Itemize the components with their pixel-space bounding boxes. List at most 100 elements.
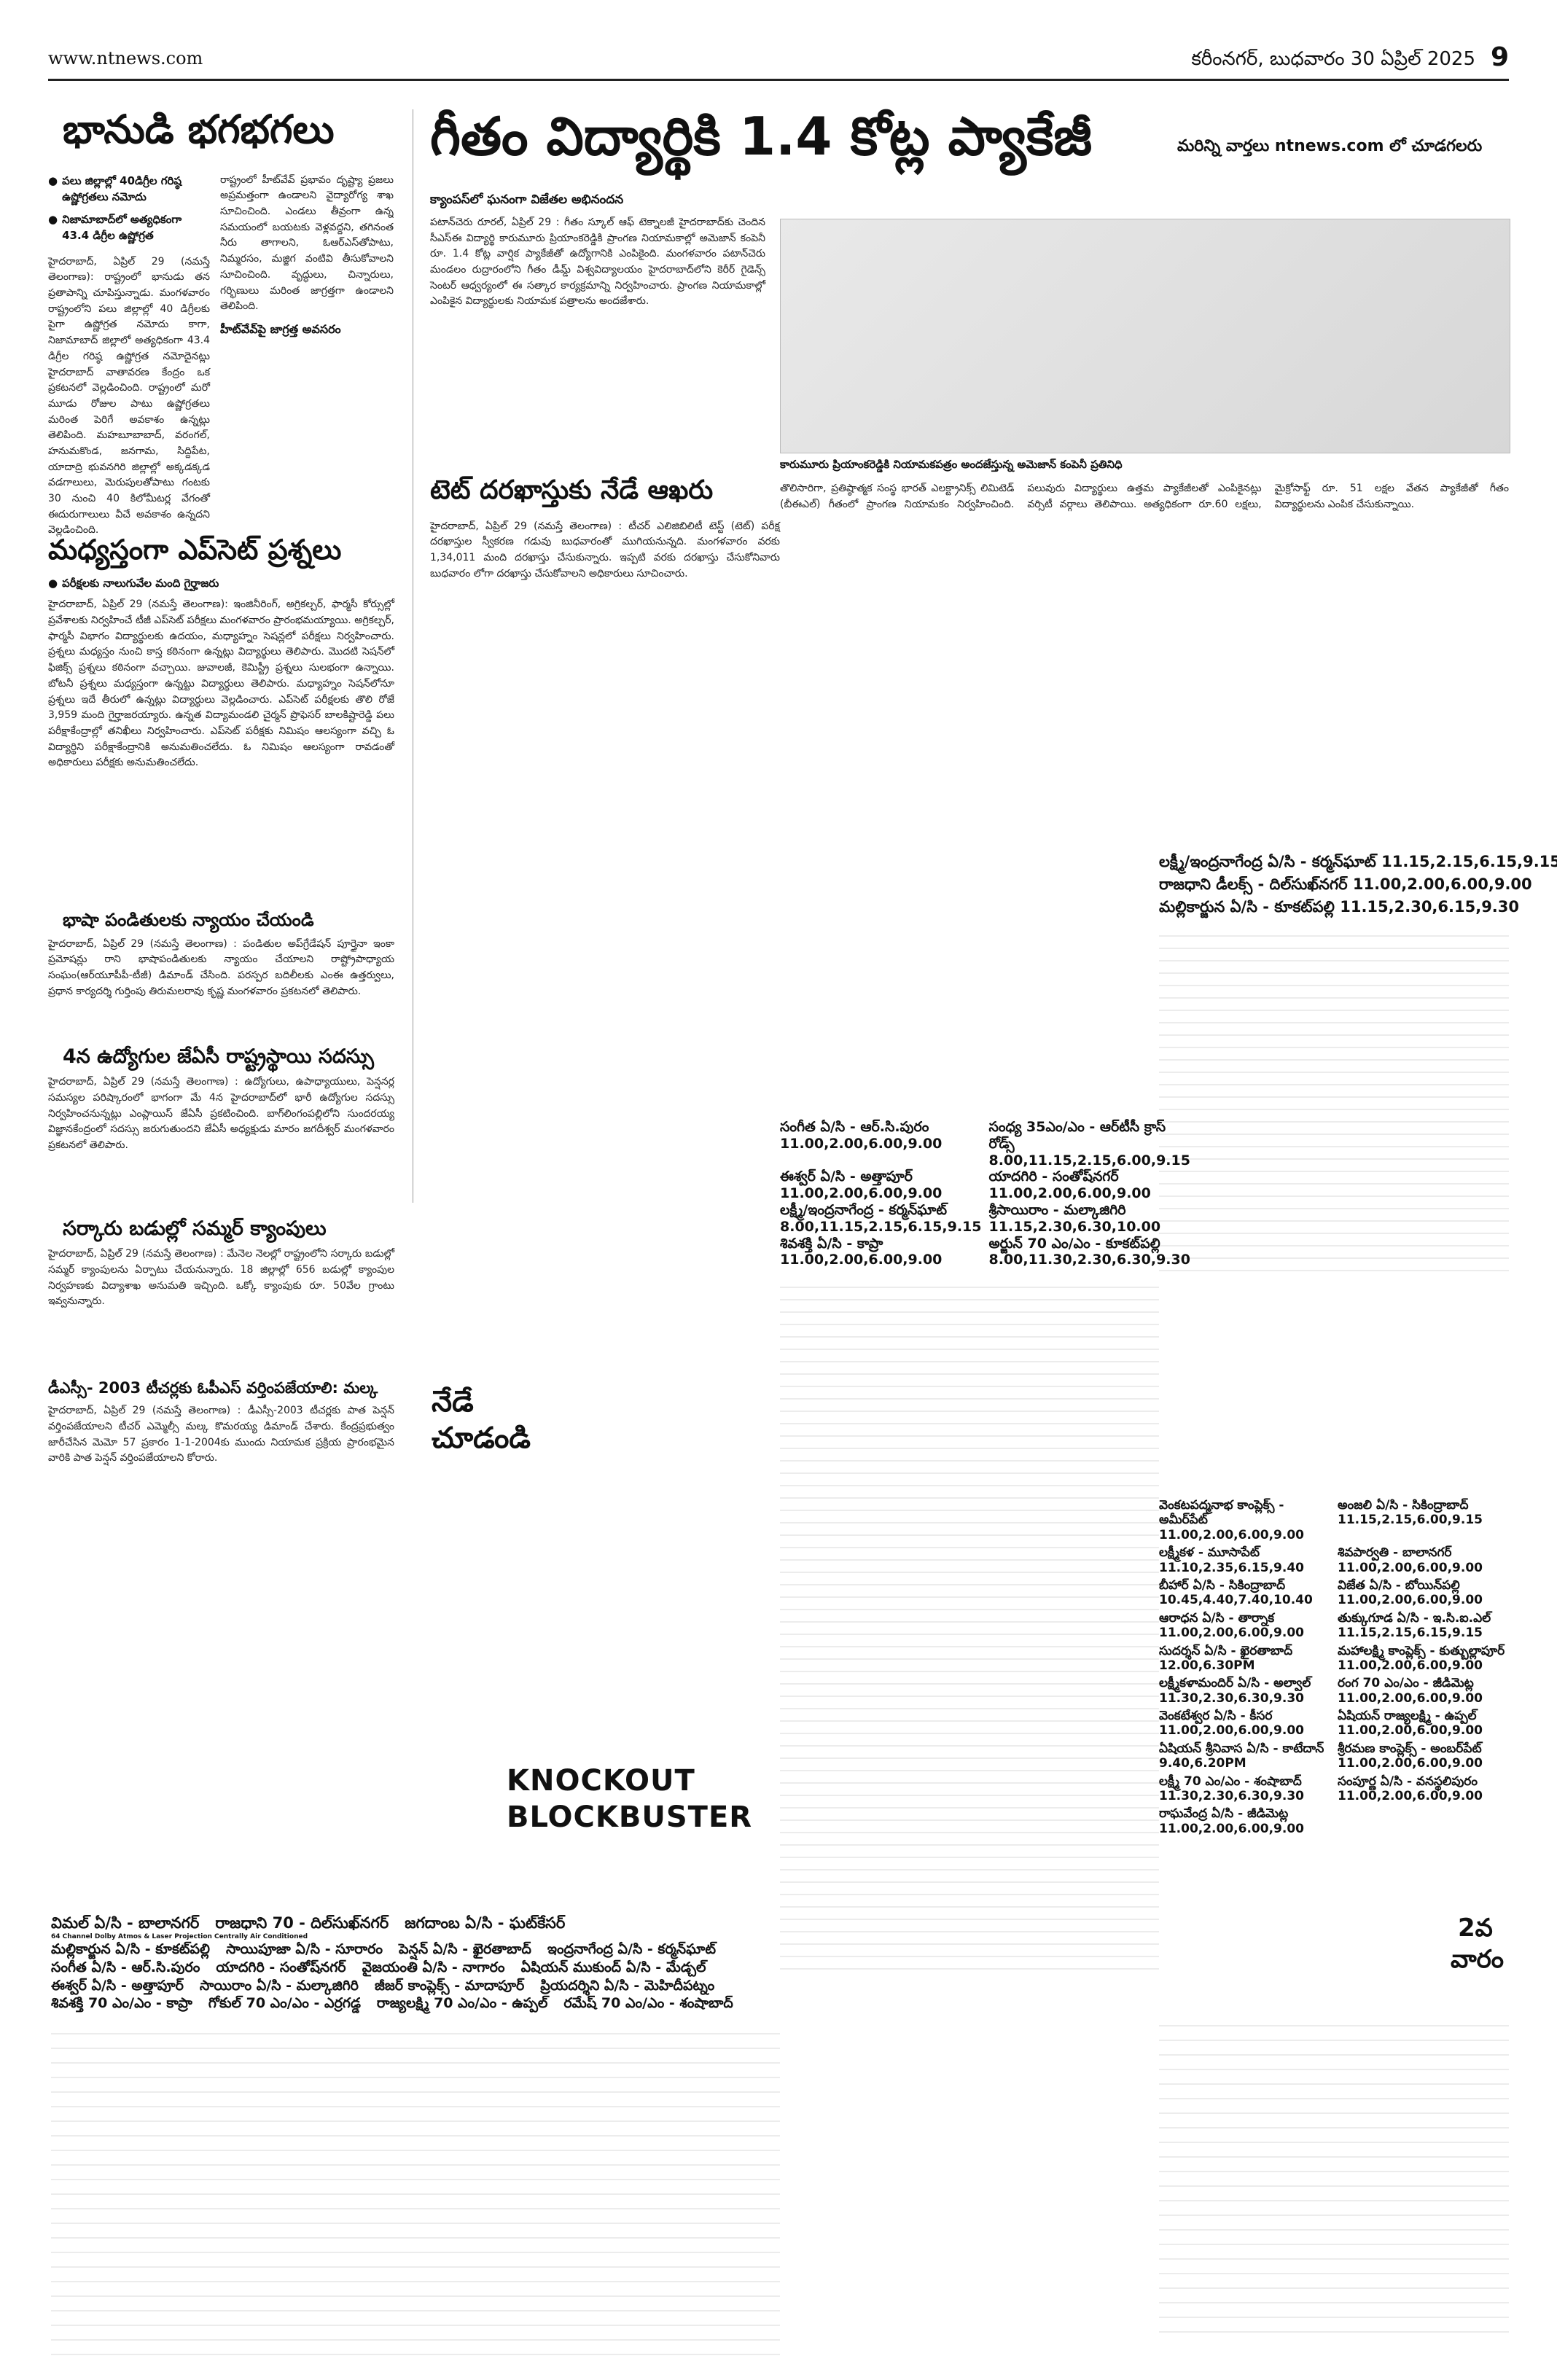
theatre-entry: సంగీత ఏ/సి - ఆర్.సి.పురం [51, 1959, 200, 1975]
theatre-entry: శ్రీసాయిరాం - మల్కాజిగిరి 11.15,2.30,6.3… [988, 1201, 1161, 1235]
theatre-entry: ఏషియన్ రాజ్యలక్ష్మి - ఉప్పల్ 11.00,2.00,… [1338, 1709, 1483, 1739]
choodandi-label: చూడండి [432, 1421, 531, 1455]
bottom-row: శివశక్తి 70 ఎం/ఎం - కాప్రా గోకుల్ 70 ఎం/… [51, 1994, 780, 2013]
theatre-entry: అర్జున్ 70 ఎం/ఎం - కూకట్‌పల్లి 8.00,11.3… [988, 1235, 1190, 1268]
theatre-entry: రాజధాని డీలక్స్ - దిల్‌సుఖ్‌నగర్ 11.00,2… [1159, 875, 1532, 894]
week-label: వారం [1451, 1945, 1505, 1974]
bottom-row: మల్లికార్జున ఏ/సి - కూకట్‌పల్లి సాయిపూజా… [51, 1940, 780, 1959]
theatre-entry: లక్ష్మీకళ - మూసాపేట్ 11.10,2.35,6.15,9.4… [1159, 1545, 1304, 1575]
theatre-entry: సాయిరాం ఏ/సి - మల్కాజిగిరి [199, 1977, 359, 1994]
lead-headline: గీతం విద్యార్థికి 1.4 కోట్ల ప్యాకేజీ [430, 106, 1092, 167]
website-url[interactable]: www.ntnews.com [48, 48, 203, 69]
brief-headline: సర్కారు బడుల్లో సమ్మర్ క్యాంపులు [63, 1217, 327, 1240]
lead-body-right: తొలిసారిగా, ప్రతిష్ఠాత్మక సంస్థ భారత్ ఎల… [780, 483, 1509, 510]
theatre-entry: శివశక్తి 70 ఎం/ఎం - కాప్రా [51, 1995, 192, 2012]
bottom-theatre-rows: విమల్ ఏ/సి - బాలానగర్ రాజధాని 70 - దిల్‌… [51, 1913, 780, 2356]
brief-stories: భాషా పండితులకు న్యాయం చేయండి హైదరాబాద్, … [48, 910, 394, 1467]
theatre-entry: రాజధాని 70 - దిల్‌సుఖ్‌నగర్ [215, 1914, 389, 1932]
movie-title-line2: BLOCKBUSTER [507, 1800, 753, 1834]
eapcet-body: హైదరాబాద్, ఏప్రిల్ 29 (నమస్తే తెలంగాణ): … [48, 598, 394, 769]
bottom-row: ఈశ్వర్ ఏ/సి - అత్తాపూర్ సాయిరాం ఏ/సి - మ… [51, 1977, 780, 1995]
theatre-list-lower: వెంకటపద్మనాభ కాంప్లెక్స్ - అమీర్‌పేట్ 11… [1159, 1498, 1509, 1836]
theatre-entry: గోకుల్ 70 ఎం/ఎం - ఎర్రగడ్డ [208, 1995, 361, 2012]
theatre-entry: రంగ 70 ఎం/ఎం - జీడిమెట్ల 11.00,2.00,6.00… [1338, 1676, 1483, 1706]
ad-tagline: 64 Channel Dolby Atmos & Laser Projectio… [51, 1933, 308, 1941]
theatre-entry: ఈశ్వర్ ఏ/సి - అత్తాపూర్ 11.00,2.00,6.00,… [780, 1168, 943, 1202]
eapcet-bullet: ● పరీక్షలకు నాలుగువేల మంది గైర్హాజరు [48, 575, 394, 592]
theatre-entry: విమల్ ఏ/సి - బాలానగర్ [51, 1914, 200, 1932]
brief-headline: డీఎస్సీ- 2003 టీచర్లకు ఓపీఎస్ వర్తింపజేయ… [48, 1379, 378, 1397]
tet-body: హైదరాబాద్, ఏప్రిల్ 29 (నమస్తే తెలంగాణ) :… [430, 520, 780, 580]
theatre-entry: శివపార్వతి - బాలానగర్ 11.00,2.00,6.00,9.… [1338, 1545, 1483, 1575]
small-listing-block [51, 2020, 780, 2356]
masthead-rule [48, 79, 1509, 81]
lead-kicker: క్యాంపస్‌లో ఘనంగా విజేతల అభినందన [430, 192, 624, 207]
theatre-entry: జీజర్ కాంప్లెక్స్ - మాదాపూర్ [374, 1977, 525, 1994]
heat-bullet-2: ● నిజామాబాద్‌లో అత్యధికంగా 43.4 డిగ్రీల … [48, 211, 210, 244]
nede-label: నేడే [432, 1385, 474, 1419]
bottom-row: విమల్ ఏ/సి - బాలానగర్ రాజధాని 70 - దిల్‌… [51, 1913, 780, 1933]
brief-story: 4న ఉద్యోగుల జేఏసీ రాష్ట్రస్థాయి సదస్సు హ… [48, 1045, 394, 1217]
theatre-entry: ప్రియదర్శిని ఏ/సి - మెహిదీపట్నం [540, 1977, 715, 1994]
theatre-entry: జగదాంబ ఏ/సి - ఘట్‌కేసర్ [405, 1914, 566, 1932]
theatre-entry: వెంకటపద్మనాభ కాంప్లెక్స్ - అమీర్‌పేట్ 11… [1159, 1498, 1304, 1542]
theatre-entry: లక్ష్మీకళామందిర్ ఏ/సి - అల్వాల్ 11.30,2.… [1159, 1676, 1311, 1706]
theatre-entry: ఏషియన్ శ్రీనివాస ఏ/సి - కాటేదాన్ 9.40,6.… [1159, 1741, 1324, 1771]
theatre-entry: మల్లికార్జున ఏ/సి - కూకట్‌పల్లి [51, 1941, 210, 1958]
heat-body-continued: రాష్ట్రంలో హీట్‌వేవ్ ప్రభావం దృష్ట్యా ప్… [220, 173, 394, 313]
theatre-entry: పెన్షన్ ఏ/సి - ఖైరతాబాద్ [399, 1941, 531, 1958]
theatre-entry: మహాలక్ష్మి కాంప్లెక్స్ - కుత్బుల్లాపూర్ … [1338, 1643, 1505, 1673]
theatre-entry: అంజలి ఏ/సి - సికింద్రాబాద్ 11.15,2.15,6.… [1338, 1498, 1483, 1528]
theatre-entry: సాయిపూజా ఏ/సి - సూరారం [225, 1941, 383, 1958]
tet-story: టెట్ దరఖాస్తుకు నేడే ఆఖరు హైదరాబాద్, ఏప్… [430, 474, 780, 582]
theatre-entry: బీహార్ ఏ/సి - సికింద్రాబాద్ 10.45,4.40,7… [1159, 1577, 1313, 1608]
theatre-entry: వైజయంతి ఏ/సి - నాగారం [362, 1959, 505, 1975]
lead-story: గీతం విద్యార్థికి 1.4 కోట్ల ప్యాకేజీ క్య… [430, 109, 1203, 210]
bottom-row: సంగీత ఏ/సి - ఆర్.సి.పురం యాదగిరి - సంతోష… [51, 1959, 780, 1977]
small-listing-block [780, 1276, 1159, 1976]
theatre-entry: సంపూర్ణ ఏ/సి - వనస్థలిపురం 11.00,2.00,6.… [1338, 1774, 1483, 1804]
theatre-entry: మల్లికార్జున ఏ/సి - కూకట్‌పల్లి 11.15,2.… [1159, 898, 1520, 916]
eapcet-story: మధ్యస్తంగా ఎప్‌సెట్ ప్రశ్నలు ● పరీక్షలకు… [48, 535, 394, 771]
theatre-entry: లక్ష్మీ/ఇంద్రనాగేంద్ర - కర్మన్‌ఘాట్ 8.00… [780, 1201, 982, 1235]
heat-subhead: హీట్‌వేవ్‌పై జాగ్రత్త అవసరం [220, 321, 341, 336]
theatre-entry: లక్ష్మీ 70 ఎం/ఎం - శంషాబాద్ 11.30,2.30,6… [1159, 1774, 1304, 1804]
brief-body: హైదరాబాద్, ఏప్రిల్ 29 (నమస్తే తెలంగాణ) :… [48, 1405, 394, 1464]
tet-headline: టెట్ దరఖాస్తుకు నేడే ఆఖరు [430, 475, 714, 505]
heat-bullet-1-text: పలు జిల్లాల్లో 40డిగ్రీల గరిష్ఠ ఉష్ణోగ్ర… [62, 173, 182, 204]
more-news-link[interactable]: మరిన్ని వార్తలు ntnews.com లో చూడగలరు [1177, 137, 1483, 155]
theatre-entry: వెంకటేశ్వర ఏ/సి - కీసర 11.00,2.00,6.00,9… [1159, 1709, 1304, 1739]
theatre-entry: ఆరాధన ఏ/సి - తార్నాక 11.00,2.00,6.00,9.0… [1159, 1610, 1304, 1641]
lead-photo [780, 219, 1510, 453]
brief-body: హైదరాబాద్, ఏప్రిల్ 29 (నమస్తే తెలంగాణ) :… [48, 937, 394, 997]
theatre-entry: సంధ్య 35ఎం/ఎం - ఆర్‌టీసీ క్రాస్ రోడ్స్ 8… [988, 1119, 1190, 1168]
eapcet-bullet-text: పరీక్షలకు నాలుగువేల మంది గైర్హాజరు [62, 576, 219, 590]
theatre-entry: ఇంద్రనాగేంద్ర ఏ/సి - కర్మన్‌ఘాట్ [547, 1941, 717, 1958]
brief-body: హైదరాబాద్, ఏప్రిల్ 29 (నమస్తే తెలంగాణ) :… [48, 1076, 394, 1152]
theatre-entry: సంగీత ఏ/సి - ఆర్.సి.పురం 11.00,2.00,6.00… [780, 1119, 943, 1152]
brief-story: డీఎస్సీ- 2003 టీచర్లకు ఓపీఎస్ వర్తింపజేయ… [48, 1379, 394, 1467]
brief-story: భాషా పండితులకు న్యాయం చేయండి హైదరాబాద్, … [48, 910, 394, 1045]
bullet-icon: ● [48, 576, 58, 590]
dateline: కరీంనగర్, బుధవారం 30 ఏప్రిల్ 2025 [1191, 48, 1475, 70]
theatre-list-top: లక్ష్మీ/ఇంద్రనాగేంద్ర ఏ/సి - కర్మన్‌ఘాట్… [1159, 853, 1557, 1274]
heat-body: హైదరాబాద్, ఏప్రిల్ 29 (నమస్తే తెలంగాణ): … [48, 255, 210, 537]
small-listing-block [1159, 924, 1509, 1274]
theatre-entry: యాదగిరి - సంతోష్‌నగర్ [216, 1959, 346, 1975]
theatre-entry: లక్ష్మీ/ఇంద్రనాగేంద్ర ఏ/సి - కర్మన్‌ఘాట్… [1159, 853, 1557, 870]
heat-bullet-1: ● పలు జిల్లాల్లో 40డిగ్రీల గరిష్ఠ ఉష్ణోగ… [48, 173, 210, 206]
theatre-list-middle: సంగీత ఏ/సి - ఆర్.సి.పురం 11.00,2.00,6.00… [780, 1119, 1190, 1976]
lead-photo-caption: కారుమూరు ప్రియాంకరెడ్డికి నియామకపత్రం అం… [780, 458, 1123, 471]
brief-headline: 4న ఉద్యోగుల జేఏసీ రాష్ట్రస్థాయి సదస్సు [63, 1045, 374, 1068]
lead-body: పటాన్‌చెరు రూరల్, ఏప్రిల్ 29 : గీతం స్కూ… [430, 216, 765, 308]
week-number: 2వ [1458, 1913, 1493, 1943]
brief-body: హైదరాబాద్, ఏప్రిల్ 29 (నమస్తే తెలంగాణ) :… [48, 1248, 394, 1308]
theatre-entry: శివశక్తి ఏ/సి - కాప్రా 11.00,2.00,6.00,9… [780, 1235, 943, 1268]
brief-story: సర్కారు బడుల్లో సమ్మర్ క్యాంపులు హైదరాబా… [48, 1217, 394, 1379]
movie-ad: లక్ష్మీ/ఇంద్రనాగేంద్ర ఏ/సి - కర్మన్‌ఘాట్… [51, 853, 1557, 2356]
theatre-entry: రమేష్ 70 ఎం/ఎం - శంషాబాద్ [563, 1995, 733, 2012]
theatre-entry: తుక్కుగూడ ఏ/సి - ఇ.సి.ఐ.ఎల్ 11.15,2.15,6… [1338, 1610, 1491, 1641]
theatre-entry: విజేత ఏ/సి - బోయిన్‌పల్లి 11.00,2.00,6.0… [1338, 1577, 1483, 1608]
bullet-icon: ● [48, 173, 58, 187]
theatre-entry: రాజ్యలక్ష్మి 70 ఎం/ఎం - ఉప్పల్ [376, 1995, 548, 2012]
